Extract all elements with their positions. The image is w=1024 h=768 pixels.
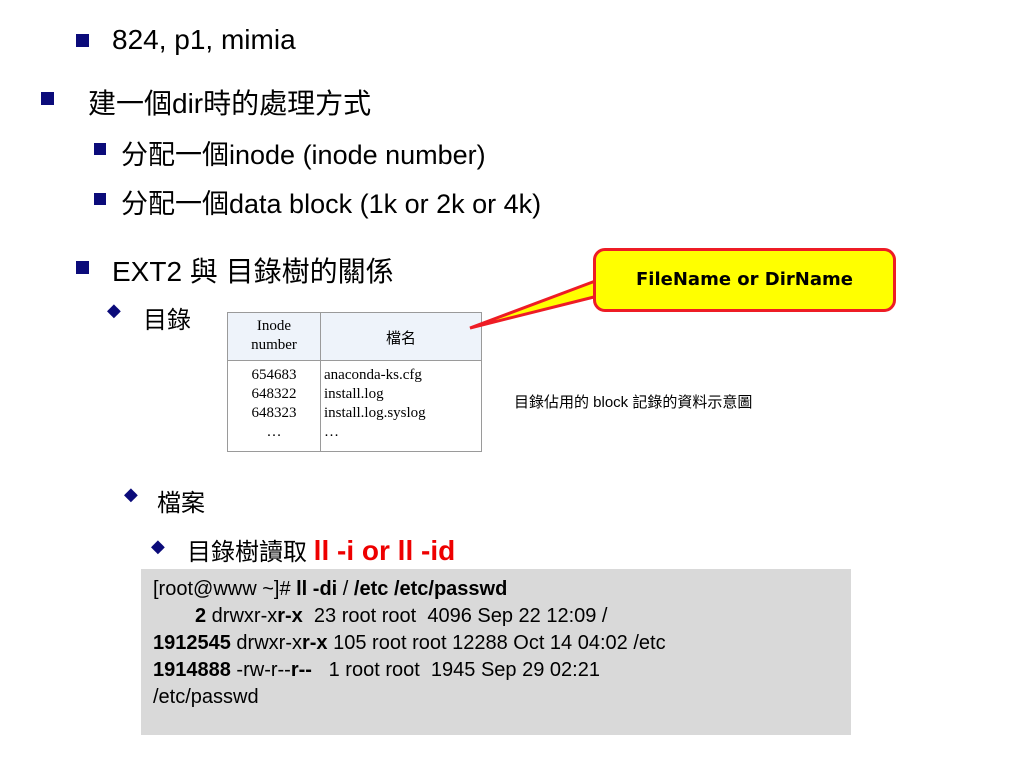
inode-value: 648323 — [251, 405, 297, 421]
ext2-heading: EXT2 與 目錄樹的關係 — [112, 256, 394, 287]
terminal-row-passwd-cont: /etc/passwd — [153, 686, 259, 708]
row-detail: 105 root root 12288 Oct 14 04:02 /etc — [327, 632, 666, 654]
sub-bullet-inode-pre: 分配一個 — [121, 140, 229, 170]
filename-column: anaconda-ks.cfg install.log install.log.… — [324, 366, 426, 442]
square-bullet-icon — [94, 143, 106, 155]
header-filename: 檔名 — [385, 331, 416, 347]
directory-block-table: Inode number 檔名 654683 648322 648323 … a… — [227, 312, 482, 452]
inode-num: 2 — [195, 605, 207, 627]
heading-line-2-pre: 建一個 — [88, 88, 173, 119]
terminal-command-line: [root@www ~]# ll -di / /etc /etc/passwd — [153, 576, 851, 603]
arg-passwd: /etc/passwd — [393, 578, 508, 600]
terminal-row-passwd: 1914888 -rw-r--r-- 1 root root 1945 Sep … — [153, 657, 851, 684]
inode-column: 654683 648322 648323 … — [228, 366, 320, 442]
filename-value: install.log — [324, 386, 384, 402]
perm-other: r-x — [301, 632, 328, 654]
perm: -rw-r-- — [230, 659, 291, 681]
diamond-bullet-icon: ◆ — [151, 536, 165, 557]
header-inode-number: Inode number — [228, 317, 320, 355]
filename-value: install.log.syslog — [324, 405, 426, 421]
row-detail: 23 root root 4096 Sep 22 12:09 / — [302, 605, 608, 627]
sub-bullet-inode-post: inode (inode number) — [229, 140, 486, 170]
inode-value: 654683 — [251, 367, 297, 383]
sub-bullet-datablock: 分配一個data block (1k or 2k or 4k) — [121, 182, 541, 221]
square-bullet-icon — [76, 261, 89, 274]
terminal-row-root: 2 drwxr-xr-x 23 root root 4096 Sep 22 12… — [153, 603, 851, 630]
heading-line-2-mid: dir — [172, 88, 204, 119]
heading-line-2-post: 時的處理方式 — [203, 88, 372, 119]
callout-text: FileName or DirName — [636, 269, 853, 290]
perm-other: r-- — [290, 659, 312, 681]
sub-bullet-datablock-post: data block (1k or 2k or 4k) — [229, 189, 542, 219]
inode-value: … — [266, 424, 282, 440]
table-header-row — [228, 313, 481, 361]
table-caption: 目錄佔用的 block 記錄的資料示意圖 — [514, 394, 753, 411]
row-detail: 1 root root 1945 Sep 29 02:21 — [311, 659, 600, 681]
perm: drwxr-x — [230, 632, 302, 654]
square-bullet-icon — [94, 193, 106, 205]
file-label: 檔案 — [157, 490, 205, 517]
square-bullet-icon — [41, 92, 54, 105]
header-number: number — [251, 337, 297, 353]
inode-value: 648322 — [251, 386, 297, 402]
header-inode: Inode — [256, 318, 292, 334]
prompt: [root@www ~]# — [153, 578, 297, 600]
arg-etc: /etc — [353, 578, 389, 600]
diamond-bullet-icon: ◆ — [124, 484, 138, 505]
arg-root: / — [337, 578, 354, 600]
terminal-row-etc: 1912545 drwxr-xr-x 105 root root 12288 O… — [153, 630, 851, 657]
inode-num: 1914888 — [153, 659, 231, 681]
read-label: 目錄樹讀取 — [187, 539, 307, 566]
terminal-output: [root@www ~]# ll -di / /etc /etc/passwd … — [141, 569, 851, 735]
dir-label: 目錄 — [143, 307, 191, 334]
read-command: ll -i or ll -id — [313, 535, 456, 566]
filename-value: … — [324, 424, 339, 440]
filename-value: anaconda-ks.cfg — [324, 367, 422, 383]
read-dir-tree-heading: 目錄樹讀取 ll -i or ll -id — [187, 532, 455, 567]
table-divider — [320, 313, 321, 451]
filename-callout: FileName or DirName — [593, 248, 896, 312]
square-bullet-icon — [76, 34, 89, 47]
heading-line-1: 824, p1, mimia — [112, 24, 296, 55]
sub-bullet-inode: 分配一個inode (inode number) — [121, 133, 486, 172]
sub-bullet-datablock-pre: 分配一個 — [121, 189, 229, 219]
heading-line-2: 建一個dir時的處理方式 — [88, 82, 371, 122]
inode-num: 1912545 — [153, 632, 231, 654]
perm-other: r-x — [277, 605, 303, 627]
diamond-bullet-icon: ◆ — [107, 300, 121, 321]
perm: drwxr-x — [206, 605, 278, 627]
command: ll -di — [296, 578, 338, 600]
